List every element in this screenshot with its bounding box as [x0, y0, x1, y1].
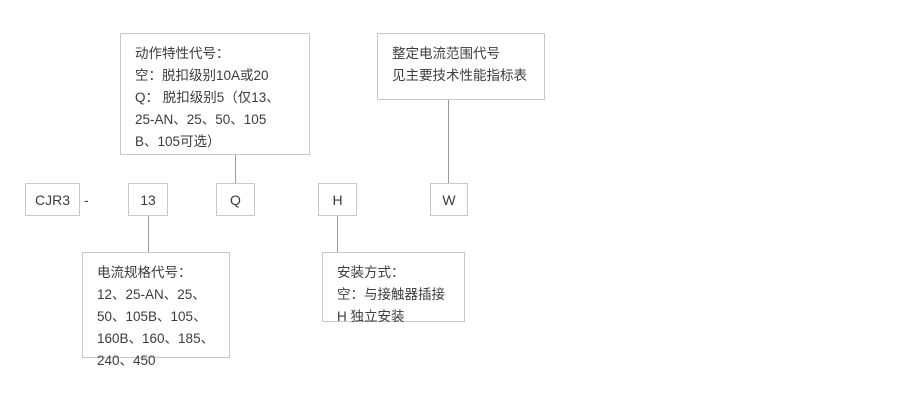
note-current-spec: 电流规格代号： 12、25-AN、25、 50、105B、105、 160B、1…: [82, 252, 230, 368]
code-box-series: CJR3: [25, 183, 80, 216]
connector-h-to-install-note: [337, 216, 338, 253]
connector-13-to-spec-note: [148, 216, 149, 253]
connector-action-note-to-q: [235, 155, 236, 184]
code-separator-dash: -: [84, 192, 89, 208]
connector-setting-note-to-w: [448, 100, 449, 184]
note-action-characteristic: 动作特性代号： 空：脱扣级别10A或20 Q： 脱扣级别5（仅13、 25-AN…: [120, 33, 310, 155]
code-box-setting: W: [430, 183, 468, 216]
code-box-install: H: [318, 183, 357, 216]
code-box-action: Q: [216, 183, 255, 216]
code-box-current: 13: [128, 183, 168, 216]
note-install-method: 安装方式： 空：与接触器插接 H 独立安装: [322, 252, 465, 324]
note-setting-current-range: 整定电流范围代号 见主要技术性能指标表: [377, 33, 545, 100]
